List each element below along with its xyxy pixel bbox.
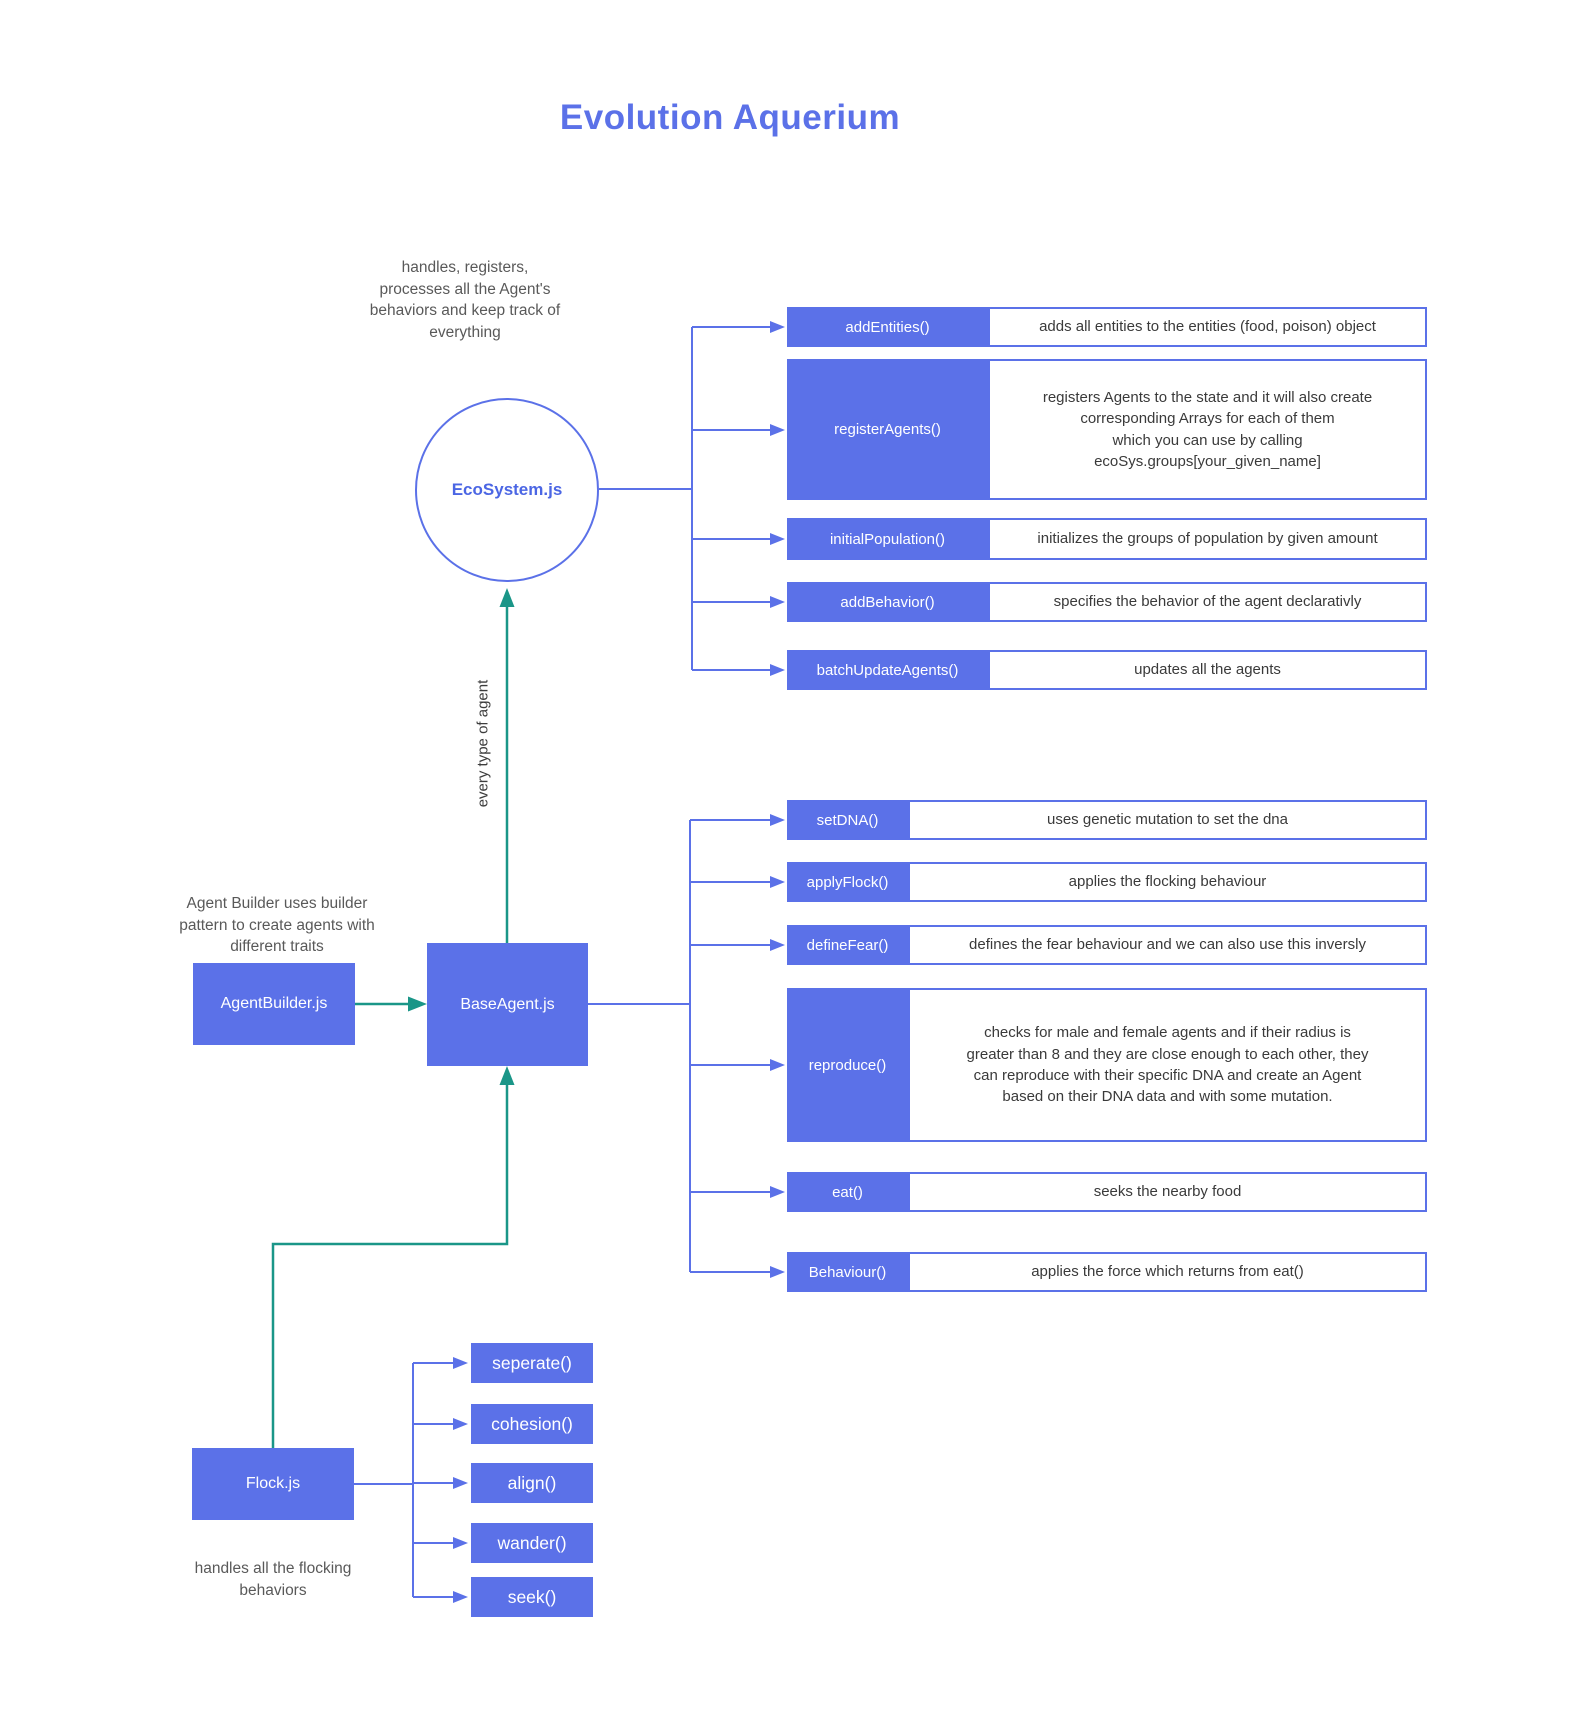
method-wander: wander() [471, 1523, 593, 1563]
method-setdna: setDNA() [787, 800, 908, 840]
method-addbehavior-desc: specifies the behavior of the agent decl… [988, 582, 1427, 622]
method-behaviour-desc: applies the force which returns from eat… [908, 1252, 1427, 1292]
method-eat-desc: seeks the nearby food [908, 1172, 1427, 1212]
node-baseagent-label: BaseAgent.js [460, 995, 555, 1013]
method-cohesion: cohesion() [471, 1404, 593, 1444]
method-addbehavior: addBehavior() [787, 582, 988, 622]
desc-line: checks for male and female agents and if… [984, 1024, 1351, 1042]
method-reproduce-desc: checks for male and female agents and if… [908, 988, 1427, 1142]
agentbuilder-note-line: Agent Builder uses builder [186, 895, 368, 912]
method-batchupdateagents-desc: updates all the agents [988, 650, 1427, 690]
method-initialpopulation-desc: initializes the groups of population by … [988, 518, 1427, 560]
node-flock: Flock.js [192, 1448, 354, 1520]
diagram-title: Evolution Aquerium [559, 98, 901, 137]
method-addentities-desc: adds all entities to the entities (food,… [988, 307, 1427, 347]
method-align: align() [471, 1463, 593, 1503]
desc-line: ecoSys.groups[your_given_name] [1094, 452, 1321, 470]
ecosystem-note-line: processes all the Agent's [379, 280, 551, 298]
desc-line: corresponding Arrays for each of them [1080, 410, 1335, 428]
agentbuilder-note-line: pattern to create agents with [179, 916, 375, 934]
desc-line: which you can use by calling [1112, 431, 1303, 449]
method-seperate: seperate() [471, 1343, 593, 1383]
method-setdna-desc: uses genetic mutation to set the dna [908, 800, 1427, 840]
ecosystem-note: handles, registers, processes all the Ag… [340, 257, 590, 344]
desc-line: can reproduce with their specific DNA an… [973, 1067, 1362, 1084]
desc-line: registers Agents to the state and it wil… [1042, 388, 1373, 406]
flock-note-line: handles all the flocking [194, 1560, 352, 1577]
node-agentbuilder: AgentBuilder.js [193, 963, 355, 1045]
method-applyflock: applyFlock() [787, 862, 908, 902]
agentbuilder-note: Agent Builder uses builder pattern to cr… [143, 893, 411, 958]
method-definefear-desc: defines the fear behaviour and we can al… [908, 925, 1427, 965]
edge-label-every-type-of-agent: every type of agent [474, 679, 492, 808]
method-behaviour: Behaviour() [787, 1252, 908, 1292]
ecosystem-note-line: everything [429, 324, 501, 342]
method-initialpopulation: initialPopulation() [787, 518, 988, 560]
method-batchupdateagents: batchUpdateAgents() [787, 650, 988, 690]
agentbuilder-note-line: different traits [230, 938, 324, 956]
ecosystem-note-line: behaviors and keep track of [369, 302, 561, 320]
flock-note-line: behaviors [239, 1581, 307, 1599]
method-seek: seek() [471, 1577, 593, 1617]
node-agentbuilder-label: AgentBuilder.js [220, 995, 328, 1012]
method-definefear: defineFear() [787, 925, 908, 965]
node-baseagent: BaseAgent.js [427, 943, 588, 1066]
method-registeragents-desc: registers Agents to the state and it wil… [988, 359, 1427, 500]
node-ecosystem-label: EcoSystem.js [451, 480, 563, 499]
method-applyflock-desc: applies the flocking behaviour [908, 862, 1427, 902]
method-reproduce: reproduce() [787, 988, 908, 1142]
edge-flock-to-baseagent [271, 1066, 515, 1448]
node-flock-label: Flock.js [245, 1475, 301, 1492]
method-addentities: addEntities() [787, 307, 988, 347]
flock-note: handles all the flocking behaviors [148, 1558, 398, 1601]
method-eat: eat() [787, 1172, 908, 1212]
desc-line: greater than 8 and they are close enough… [966, 1045, 1369, 1063]
method-registeragents: registerAgents() [787, 359, 988, 500]
node-ecosystem: EcoSystem.js [415, 398, 599, 582]
desc-line: based on their DNA data and with some mu… [1002, 1088, 1333, 1106]
ecosystem-note-line: handles, registers, [401, 259, 529, 276]
